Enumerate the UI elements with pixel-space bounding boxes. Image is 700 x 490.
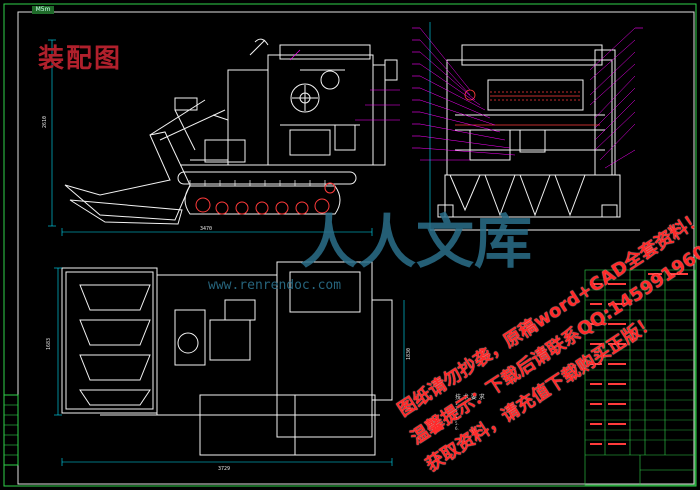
plan-right-dim: 1830 xyxy=(406,347,412,360)
side-dims xyxy=(48,39,373,236)
side-leaders xyxy=(289,49,400,121)
parts-table-text xyxy=(590,273,688,445)
note-line: 2. xyxy=(455,406,459,411)
side-width-dim: 3470 xyxy=(200,226,213,232)
parts-table-rows xyxy=(585,279,695,441)
watermark-brand: 人人文库 xyxy=(300,195,532,279)
side-height-dim: 2610 xyxy=(42,115,48,128)
note-line: 1. xyxy=(455,401,459,406)
notes-title: 技 术 要 求 xyxy=(455,394,485,401)
watermark-brand-cn: 文库 xyxy=(416,208,533,276)
technical-notes: 技 术 要 求 1. 2. 3. 4. 5. 6. xyxy=(455,392,565,431)
plan-height-dim: 1683 xyxy=(46,337,52,350)
outer-frame xyxy=(3,3,697,487)
margin-strip-rows xyxy=(4,404,18,456)
plan-view xyxy=(61,261,393,456)
section-view xyxy=(430,44,640,231)
plan-dims xyxy=(54,267,405,466)
note-line: 5. xyxy=(455,421,459,426)
watermark-url: www.renrendoc.com xyxy=(208,278,342,293)
side-view xyxy=(64,38,398,225)
watermark-brand-prefix: 人人 xyxy=(300,208,417,276)
section-leaders xyxy=(419,27,636,169)
plan-width-dim: 3729 xyxy=(218,466,231,472)
parts-table xyxy=(584,269,696,486)
inner-frame xyxy=(17,11,695,485)
section-red-parts xyxy=(455,89,600,126)
sheet-tag: M5m xyxy=(32,6,54,14)
section-leader-ticks xyxy=(412,27,643,149)
margin-strip xyxy=(3,394,19,466)
drawing-title: 装配图 xyxy=(38,44,123,74)
note-line: 6. xyxy=(455,426,459,431)
note-line: 4. xyxy=(455,416,459,421)
track-wheels xyxy=(195,182,336,215)
note-line: 3. xyxy=(455,411,459,416)
